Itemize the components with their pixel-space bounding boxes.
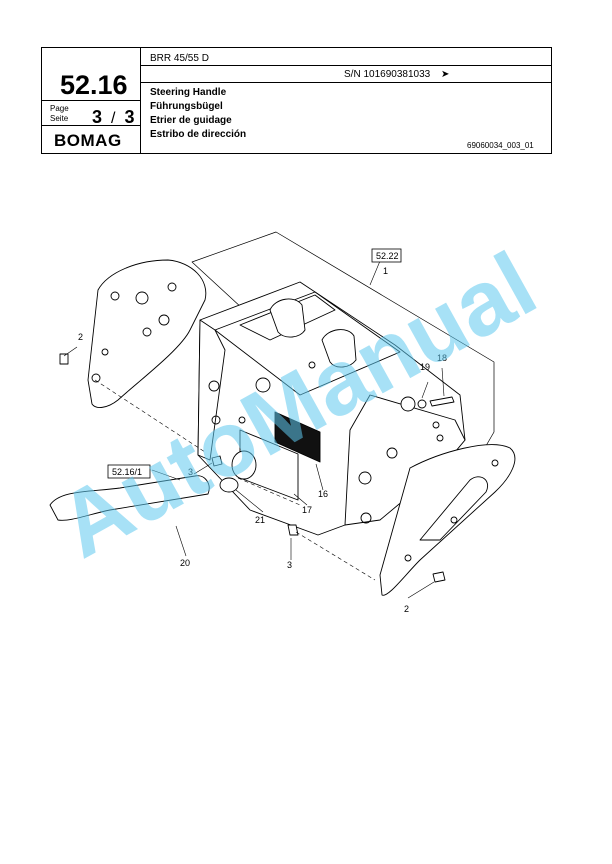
leader-line: [235, 489, 264, 513]
frame-hole: [211, 415, 221, 425]
page-current: 3: [92, 107, 103, 127]
title-es: Estribo de dirección: [150, 129, 247, 140]
plate-hole: [450, 516, 458, 524]
bolt: [59, 353, 69, 365]
leader-line: [441, 367, 445, 397]
title-de: Führungsbügel: [150, 101, 223, 112]
callout-1: 1: [383, 266, 388, 276]
title-fr: Etrier de guidage: [150, 115, 232, 126]
plate-hole: [91, 373, 101, 383]
title-block-divider: [140, 48, 141, 153]
plate-hole: [167, 282, 177, 292]
plate-hole: [491, 459, 499, 467]
leader-line: [421, 381, 429, 399]
title-block: 52.16 Page Seite 3 / 3 BOMAG BRR 45/55 D…: [41, 47, 552, 154]
frame-hole: [386, 447, 398, 459]
pipe-stub: [231, 450, 257, 480]
serial-text: S/N 101690381033: [344, 69, 431, 80]
pivot-bracket: [321, 329, 357, 368]
frame-hole: [358, 471, 372, 485]
page-fraction: 3 / 3: [92, 108, 135, 127]
frame-hole: [308, 361, 316, 369]
leader-line: [193, 462, 213, 475]
handle-tube: [49, 475, 210, 521]
leader-line: [293, 493, 308, 506]
page-separator: /: [111, 110, 116, 127]
title-en: Steering Handle: [150, 87, 227, 98]
frame-hole: [238, 416, 246, 424]
ref-label-5222: 52.22: [376, 251, 399, 261]
bomag-logo: BOMAG: [54, 131, 122, 150]
bolt: [432, 571, 446, 583]
left-side-plate: [87, 259, 207, 408]
page-label-en: Page: [50, 104, 69, 113]
bolt: [429, 396, 455, 407]
arrow-right-icon: ➤: [440, 69, 450, 80]
drawing-id: 69060034_003_01: [467, 141, 534, 150]
leader-line: [94, 379, 206, 453]
callout-2: 2: [404, 604, 409, 614]
serial-number: S/N 101690381033 ➤: [344, 70, 449, 80]
leader-line: [369, 260, 381, 286]
frame-hole: [255, 377, 271, 393]
callout-3: 3: [188, 467, 193, 477]
title-block-rule: [140, 65, 551, 66]
page-total: 3: [124, 107, 135, 127]
frame-hole: [432, 421, 440, 429]
ref-box-52161: [107, 464, 151, 479]
title-block-rule: [140, 82, 551, 83]
callout-20: 20: [180, 558, 190, 568]
leader-line: [295, 531, 376, 581]
cover-plate-dark: [274, 411, 321, 463]
callout-19: 19: [420, 362, 430, 372]
plate-hole: [101, 348, 109, 356]
callout-3: 3: [287, 560, 292, 570]
title-block-rule: [42, 100, 140, 101]
callout-16: 16: [318, 489, 328, 499]
callout-21: 21: [255, 515, 265, 525]
title-block-rule: [42, 125, 140, 126]
nut: [211, 455, 223, 467]
callout-2: 2: [78, 332, 83, 342]
pivot-bracket: [269, 298, 306, 338]
frame-hole: [360, 512, 372, 524]
right-plate-slot: [419, 476, 488, 541]
leader-line: [237, 477, 301, 506]
plate-hole: [404, 554, 412, 562]
plate-hole: [110, 291, 120, 301]
page-section-number: 52.16: [60, 70, 128, 100]
leader-line: [175, 525, 187, 557]
disc: [400, 396, 416, 412]
callout-17: 17: [302, 505, 312, 515]
callout-18: 18: [437, 353, 447, 363]
washer: [417, 399, 427, 409]
plate-hole: [158, 314, 170, 326]
clamp-ring: [219, 477, 239, 493]
page-label-de: Seite: [50, 114, 69, 123]
leader-line: [315, 463, 324, 491]
ref-label-52161: 52.16/1: [112, 467, 142, 477]
ref-box-5222: [371, 248, 402, 263]
machine-model: BRR 45/55 D: [150, 53, 209, 64]
leader-line: [63, 346, 78, 357]
frame-hole: [208, 380, 220, 392]
nut: [287, 524, 299, 536]
leader-line: [407, 581, 435, 599]
plate-hole: [135, 291, 149, 305]
frame-hole: [436, 434, 444, 442]
plate-hole: [142, 327, 152, 337]
leader-line: [151, 469, 181, 481]
